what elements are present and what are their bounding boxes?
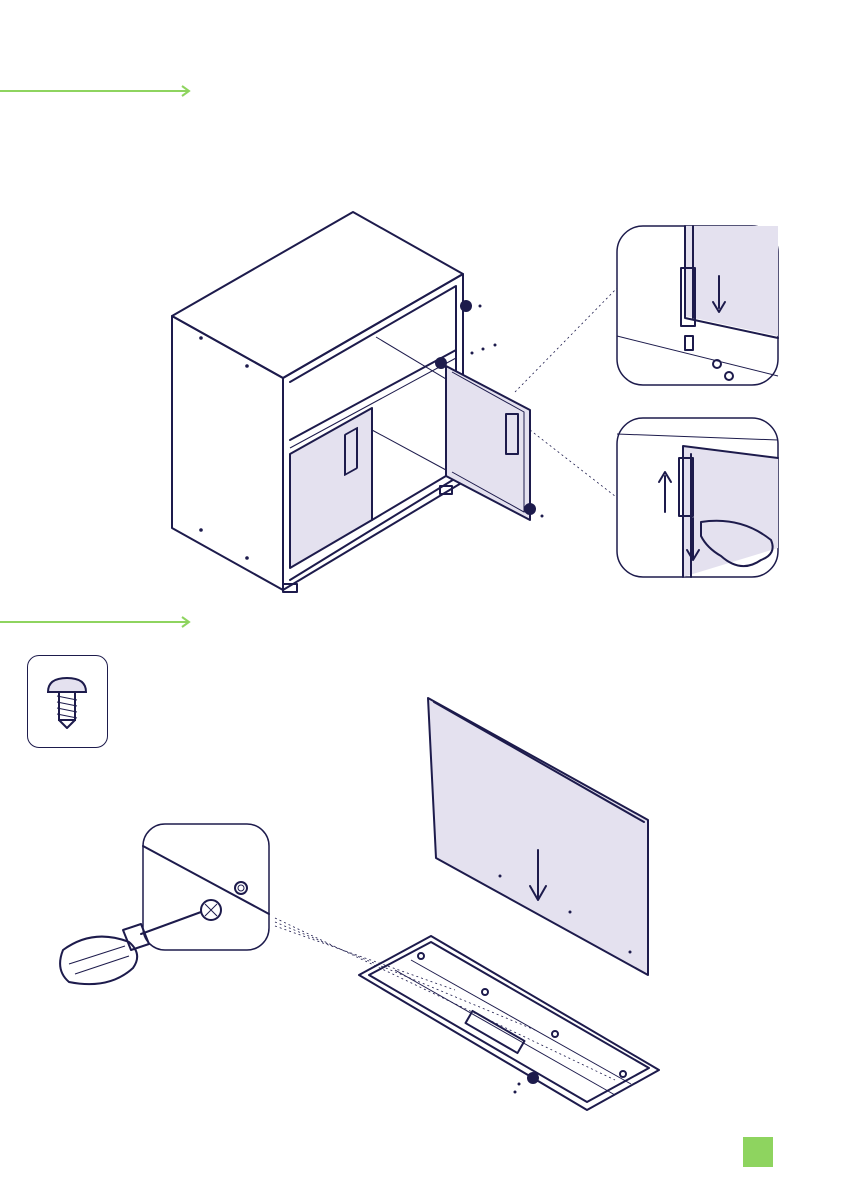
page-number-badge xyxy=(743,1137,773,1167)
base-frame-illustration xyxy=(355,930,665,1115)
step-2-arrow-icon xyxy=(0,615,200,629)
hinge-detail-up-illustration xyxy=(617,418,779,578)
hinge-detail-down-illustration xyxy=(617,226,779,386)
screwdriver-detail-illustration xyxy=(55,824,275,994)
screw-part-icon xyxy=(27,655,108,748)
